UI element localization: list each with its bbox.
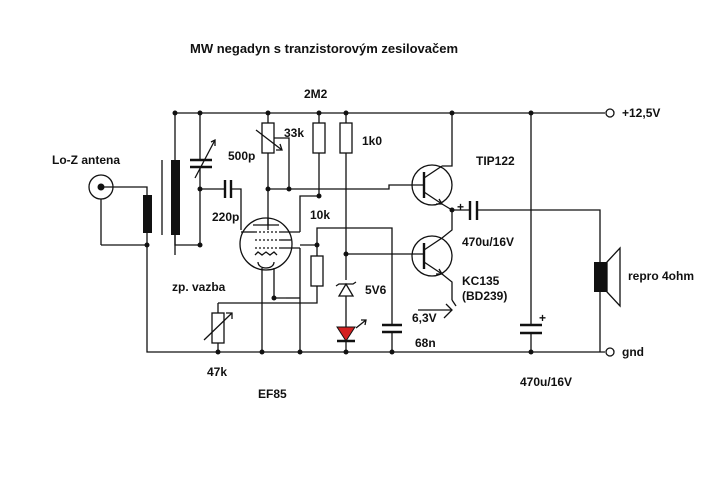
transistor-tip122: TIP122 — [289, 110, 515, 211]
supply-capacitor-470u: + 470u/16V — [520, 110, 572, 389]
feedback-label: zp. vazba — [172, 280, 226, 294]
antenna-coil — [143, 110, 200, 248]
supply-label: +12,5V — [622, 106, 660, 120]
pentode-tube-icon: EF85 — [239, 217, 301, 401]
led-voltage-label: 6,3V — [412, 311, 437, 325]
variable-capacitor-500p: 500p — [190, 110, 255, 248]
led-icon — [336, 319, 367, 355]
transistor-kc135: KC135 (BD239) — [392, 210, 507, 303]
zener-diode-icon: 5V6 — [335, 281, 387, 325]
supply-terminal — [605, 108, 615, 118]
antenna-connector: Lo-Z antena — [52, 153, 148, 246]
output-cap-label: 470u/16V — [462, 235, 514, 249]
capacitor-68n: 68n — [382, 323, 436, 355]
capacitor-220p: 220p — [200, 180, 242, 230]
potentiometer-47k: zp. vazba 47k — [172, 280, 240, 379]
tip122-label: TIP122 — [476, 154, 515, 168]
bias-6v3: 6,3V — [391, 254, 457, 325]
res-33k-label: 33k — [284, 126, 304, 140]
speaker-icon: repro 4ohm — [594, 246, 694, 352]
cap-68n-label: 68n — [415, 336, 436, 350]
antenna-label: Lo-Z antena — [52, 153, 120, 167]
output-cap-plus: + — [457, 200, 464, 214]
bd239-label: (BD239) — [462, 289, 507, 303]
output-capacitor-470u: + 470u/16V — [449, 200, 601, 262]
res-2m2-label: 2M2 — [304, 87, 328, 101]
gnd-terminal — [605, 347, 615, 357]
diagram-title: MW negadyn s tranzistorovým zesilovačem — [190, 41, 458, 56]
resistor-1k0: 1k0 — [339, 110, 382, 280]
zener-label: 5V6 — [365, 283, 387, 297]
supply-cap-plus: + — [539, 311, 546, 325]
tube-label: EF85 — [258, 387, 287, 401]
pot-47k-label: 47k — [207, 365, 227, 379]
ground-rail: gnd — [146, 245, 644, 359]
cap-500p-label: 500p — [228, 149, 255, 163]
gnd-label: gnd — [622, 345, 644, 359]
res-10k-label: 10k — [310, 208, 330, 222]
speaker-label: repro 4ohm — [628, 269, 694, 283]
cap-220p-label: 220p — [212, 210, 239, 224]
kc135-label: KC135 — [462, 274, 500, 288]
res-1k0-label: 1k0 — [362, 134, 382, 148]
resistor-10k: 10k — [240, 208, 393, 304]
resistor-2m2 — [268, 110, 326, 230]
potentiometer-33k: 33k — [255, 110, 304, 230]
supply-cap-label: 470u/16V — [520, 375, 572, 389]
